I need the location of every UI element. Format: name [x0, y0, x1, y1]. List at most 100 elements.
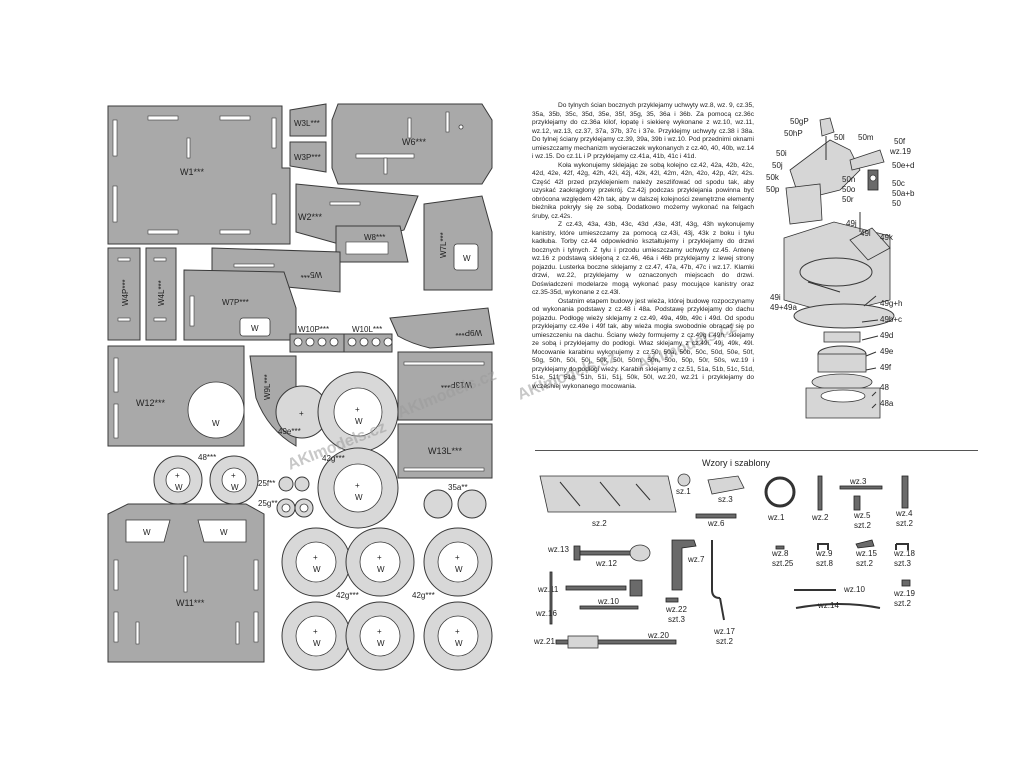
part-w13l: W13L***	[397, 423, 493, 479]
plus-mark: +	[455, 553, 460, 562]
plus-mark: +	[377, 553, 382, 562]
template-label: wz.8	[771, 549, 789, 558]
template-label: wz.10	[843, 585, 865, 594]
w-mark: W	[377, 565, 385, 574]
part-w7p: W W7P***	[183, 269, 297, 341]
part-label: W2***	[298, 212, 323, 222]
turret-label: 50o	[842, 185, 856, 194]
part-25f-25g: 25f** 25g**	[258, 476, 314, 518]
part-w10l: W10L***	[343, 325, 393, 353]
w-mark: W	[212, 419, 220, 428]
part-label: 42g***	[322, 454, 345, 463]
template-label: wz.7	[687, 555, 705, 564]
part-w6: W6***	[331, 103, 493, 185]
template-label: wz.12	[595, 559, 617, 568]
w-mark: W	[175, 483, 183, 492]
part-label: W3L***	[294, 119, 320, 128]
w-mark: W	[313, 565, 321, 574]
w-mark: W	[251, 324, 259, 333]
part-w12: W W12***	[107, 345, 245, 447]
part-48-pair: 48*** + W + W	[153, 453, 259, 505]
turret-label: 50r	[842, 195, 854, 204]
part-label: W5***	[301, 270, 322, 279]
w-mark: W	[220, 528, 228, 537]
template-label: wz.15	[855, 549, 877, 558]
part-label: W7L***	[439, 232, 448, 258]
plus-mark: +	[231, 471, 236, 480]
template-label: wz.22	[665, 605, 687, 614]
template-label: wz.3	[849, 477, 867, 486]
part-label: 25f**	[258, 479, 275, 488]
template-label: wz.17	[713, 627, 735, 636]
turret-label: 49g+h	[880, 299, 902, 308]
w-mark: W	[455, 565, 463, 574]
template-label: sz.3	[718, 495, 733, 504]
turret-label: 50a+b	[892, 189, 915, 198]
turret-label: 50e+d	[892, 161, 914, 170]
part-label: W12***	[136, 398, 166, 408]
turret-label: 50gP	[790, 117, 809, 126]
part-35a: 35a**	[423, 483, 487, 519]
part-label: 42g***	[412, 591, 435, 600]
template-qty: szt.2	[856, 559, 873, 568]
turret-label: 50f	[894, 137, 906, 146]
template-label: wz.20	[647, 631, 669, 640]
turret-label: 49i	[770, 293, 781, 302]
w-mark: W	[231, 483, 239, 492]
instruction-paragraph: Koła wykonujemy sklejając ze sobą kolejn…	[532, 161, 754, 220]
part-label: W8***	[364, 233, 385, 242]
plus-mark: +	[355, 405, 360, 414]
part-w9p: W9P***	[389, 307, 495, 349]
turret-label: 50l	[834, 133, 845, 142]
template-qty: szt.3	[894, 559, 911, 568]
templates-section: Wzory i szablony sz.2 sz.1 sz.3 wz.6 wz.…	[533, 458, 915, 649]
part-label: 25g**	[258, 499, 278, 508]
template-label: wz.18	[893, 549, 915, 558]
template-label: wz.14	[817, 601, 839, 610]
part-w10p: W10P***	[289, 325, 345, 353]
turret-label: wz.19	[889, 147, 911, 156]
turret-label: 49f	[880, 363, 892, 372]
w-mark: W	[377, 639, 385, 648]
template-label: wz.11	[537, 585, 559, 594]
part-w8: W8***	[335, 225, 409, 263]
part-w4l: W4L***	[145, 247, 177, 341]
template-qty: szt.2	[854, 521, 871, 530]
w-mark: W	[355, 417, 363, 426]
template-qty: szt.2	[716, 637, 733, 646]
turret-label: 50	[892, 199, 901, 208]
template-qty: szt.25	[772, 559, 794, 568]
part-label: W4L***	[157, 280, 166, 306]
turret-label: 50hP	[784, 129, 803, 138]
template-label: wz.16	[535, 609, 557, 618]
part-label: 49e***	[278, 427, 301, 436]
template-qty: szt.2	[896, 519, 913, 528]
turret-label: 48	[880, 383, 889, 392]
part-w13p: W13P***	[397, 351, 493, 421]
instruction-paragraph: Do tylnych ścian bocznych przyklejamy uc…	[532, 102, 754, 160]
w-mark: W	[463, 254, 471, 263]
turret-diagram: 50gP 50hP 50l 50m 50f 50i 50j 50k 50p 50…	[766, 117, 915, 419]
template-qty: szt.3	[668, 615, 685, 624]
template-label: wz.21	[533, 637, 555, 646]
part-label: W13L***	[428, 446, 463, 456]
part-label: 42g***	[336, 591, 359, 600]
turret-label: 50i	[776, 149, 787, 158]
part-label: W13P***	[441, 380, 472, 389]
plus-mark: +	[313, 627, 318, 636]
turret-label: 50k	[766, 173, 780, 182]
turret-label: 50c	[892, 179, 905, 188]
wheel-set-42g: + W + W + W + W + W + W 42g*** 42g***	[281, 527, 493, 671]
turret-label: 50p	[766, 185, 780, 194]
template-qty: szt.8	[816, 559, 833, 568]
template-label: wz.5	[853, 511, 871, 520]
part-label: W3P***	[294, 153, 321, 162]
part-label: W6***	[402, 137, 427, 147]
template-label: sz.2	[592, 519, 607, 528]
part-label: W1***	[180, 167, 205, 177]
instruction-paragraph: Z cz.43, 43a, 43b, 43c, 43d ,43e, 43f, 4…	[532, 221, 754, 296]
part-label: 35a**	[448, 483, 468, 492]
w-mark: W	[313, 639, 321, 648]
part-w3p: W3P***	[289, 141, 327, 173]
